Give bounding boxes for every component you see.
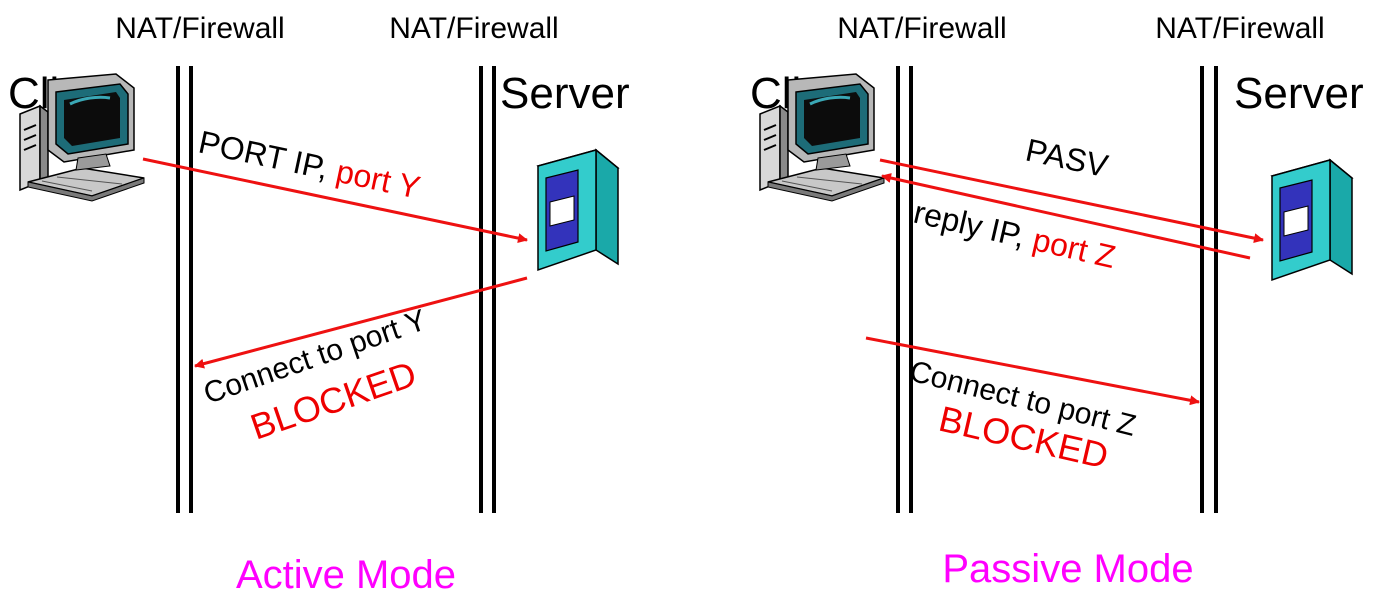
server-icon [537,149,619,271]
passive-server-label: Server [1234,69,1364,118]
passive-firewall-right [1200,66,1218,513]
active-server-label: Server [500,69,630,118]
passive-fw-left-label: NAT/Firewall [837,12,1006,45]
pasv-reply-arrow [881,173,1251,260]
pasv-command-label: PASV [1023,132,1112,185]
active-firewall-left [176,66,193,513]
passive-firewall-left [896,66,913,513]
active-mode-caption: Active Mode [236,553,456,590]
passive-server-icon [1271,159,1353,281]
pasv-command-arrow [879,158,1264,244]
port-command-port: port Y [333,153,423,206]
connect-port-z-arrow [865,336,1200,406]
pasv-reply-prefix: reply IP, [910,194,1037,257]
pasv-reply-port: port Z [1029,221,1119,275]
active-fw-left-label: NAT/Firewall [115,12,284,45]
passive-mode-caption: Passive Mode [942,547,1193,590]
passive-fw-right-label: NAT/Firewall [1155,12,1324,45]
connect-port-y-arrow [194,276,528,369]
active-mode-panel: NAT/Firewall NAT/Firewall Client Server … [8,12,630,595]
passive-mode-panel: NAT/Firewall NAT/Firewall Client Server … [750,12,1364,591]
port-command-prefix: PORT IP, [196,124,341,188]
active-fw-right-label: NAT/Firewall [389,12,558,45]
port-command-arrow [142,157,528,244]
